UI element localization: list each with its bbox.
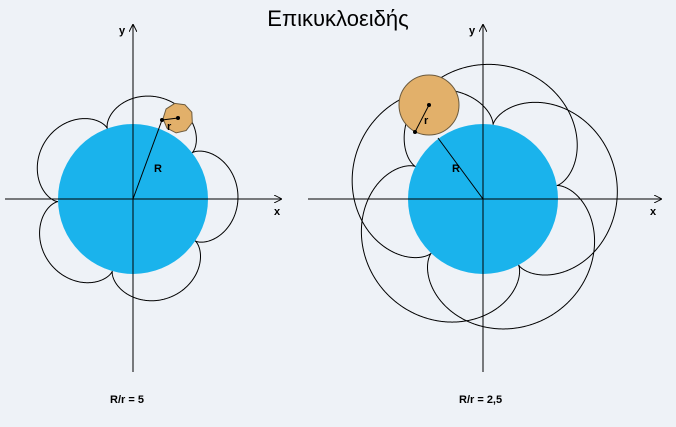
ratio-label-right: R/r = 2,5	[459, 394, 502, 406]
epicycloid-curve-right	[351, 63, 618, 330]
rolling-center-left	[176, 116, 180, 120]
R-label-left: R	[154, 163, 162, 175]
R-label-right: R	[452, 163, 460, 175]
x-axis-label-right: x	[650, 206, 657, 218]
x-axis-label-left: x	[274, 206, 281, 218]
diagram-right: R r x y R/r = 2,5	[308, 24, 662, 406]
radius-R-right	[437, 137, 484, 200]
diagram-left: R r x y R/r = 5	[5, 24, 282, 406]
rolling-center-right	[427, 103, 431, 107]
figure-title: Επικυκλοειδής	[267, 6, 409, 31]
r-label-right: r	[424, 115, 429, 127]
r-label-left: r	[167, 121, 172, 133]
ratio-label-left: R/r = 5	[110, 394, 144, 406]
radius-r-left	[161, 117, 179, 121]
y-axis-label-left: y	[119, 25, 126, 37]
y-axis-label-right: y	[469, 25, 476, 37]
tracing-point-left	[160, 118, 164, 122]
epicycloid-curve-left	[36, 95, 239, 302]
radius-r-right	[414, 104, 430, 133]
radius-R-left	[132, 119, 163, 200]
tracing-point-right	[413, 130, 417, 134]
